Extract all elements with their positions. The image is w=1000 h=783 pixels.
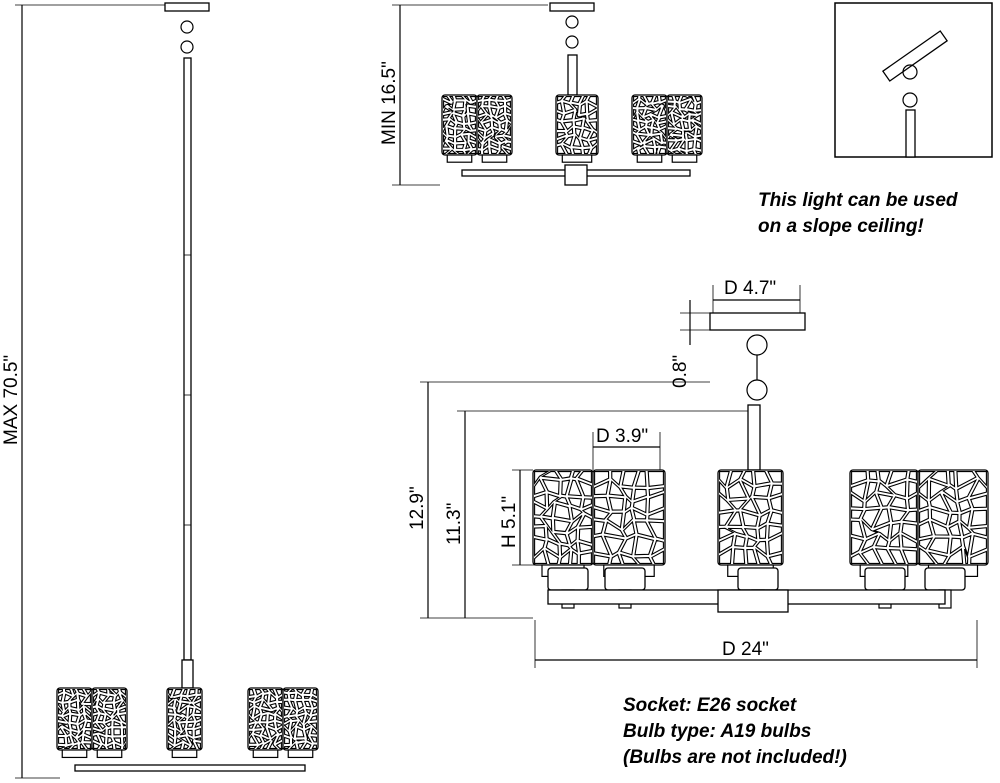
canopy-height-label: 0.8" bbox=[670, 355, 691, 388]
glass-shade bbox=[91, 687, 128, 759]
glass-shade bbox=[247, 687, 284, 759]
glass-shade bbox=[476, 94, 513, 163]
bulbs-not-included-note: (Bulbs are not included!) bbox=[623, 747, 847, 768]
socket-spec: Socket: E26 socket bbox=[623, 695, 797, 716]
glass-shade bbox=[849, 469, 919, 577]
bulb-type-spec: Bulb type: A19 bulbs bbox=[623, 721, 811, 742]
body-height-label: 11.3" bbox=[444, 503, 465, 545]
min-height-label: MIN 16.5" bbox=[379, 61, 400, 145]
glass-shade bbox=[666, 94, 703, 163]
glass-shade bbox=[441, 94, 478, 163]
glass-shade bbox=[532, 469, 594, 577]
socket-cup bbox=[924, 567, 966, 591]
shade-diameter-label: D 3.9" bbox=[596, 426, 648, 447]
overall-height-label: 12.9" bbox=[407, 486, 428, 530]
glass-shade bbox=[56, 687, 93, 759]
min-height-view: MIN 16.5" bbox=[379, 2, 703, 186]
socket-cup bbox=[864, 567, 906, 591]
slope-note-line-1: This light can be used bbox=[758, 190, 958, 211]
glass-shade bbox=[166, 687, 203, 759]
detail-view: D 4.7" 0.8" 12.9" 11.3" H 5.1" D 3.9" D … bbox=[407, 278, 989, 668]
max-height-view: MAX 70.5" bbox=[1, 2, 319, 779]
slope-note-line-2: on a slope ceiling! bbox=[758, 216, 924, 237]
canopy-diameter-label: D 4.7" bbox=[724, 278, 776, 299]
shade-height-label: H 5.1" bbox=[499, 496, 520, 548]
slope-ceiling-inset bbox=[834, 2, 993, 158]
overall-diameter-label: D 24" bbox=[722, 639, 769, 660]
glass-shade bbox=[555, 94, 599, 163]
glass-shade bbox=[592, 469, 666, 577]
socket-cup bbox=[604, 567, 646, 591]
glass-shade bbox=[717, 469, 784, 577]
glass-shade bbox=[917, 469, 989, 577]
glass-shade bbox=[282, 687, 319, 759]
glass-shade bbox=[631, 94, 668, 163]
max-height-label: MAX 70.5" bbox=[1, 355, 22, 445]
socket-cup bbox=[737, 567, 779, 591]
socket-cup bbox=[547, 567, 589, 591]
